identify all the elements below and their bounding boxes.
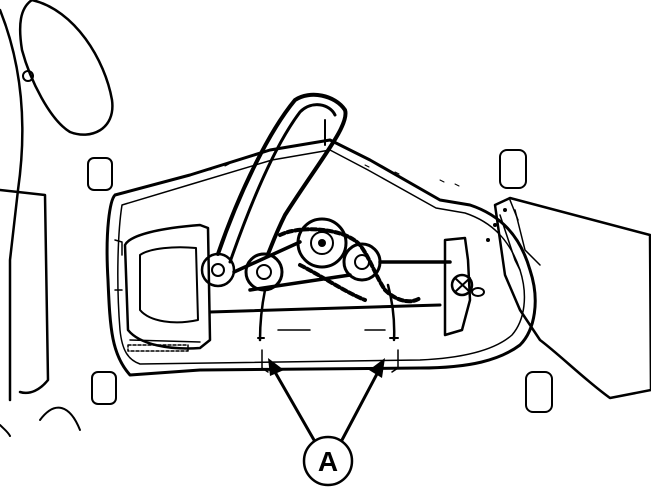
left-shield: [114, 223, 212, 352]
pulley-center: [296, 217, 348, 269]
rotation-arrow: [328, 162, 386, 242]
tractor-frame: [0, 0, 114, 437]
mower-deck: [105, 138, 537, 377]
right-bracket: [443, 236, 485, 337]
deck-wheels: [87, 149, 553, 413]
tractor-fender: [18, 0, 114, 136]
wheel-rear-right: [525, 371, 553, 413]
drive-belt: [208, 92, 452, 314]
belt-guard-arms: [257, 119, 399, 373]
pulley-left: [200, 252, 236, 288]
wheel-front-left: [87, 157, 113, 191]
callout-arrows: [268, 358, 385, 442]
fender-bolt: [22, 70, 34, 82]
old-belt-route: [278, 227, 422, 304]
callout-A: A: [302, 435, 354, 487]
discharge-chute: [486, 196, 651, 400]
callout-label: A: [318, 446, 338, 477]
wheel-front-right: [499, 149, 527, 189]
wheel-rear-left: [91, 371, 117, 405]
